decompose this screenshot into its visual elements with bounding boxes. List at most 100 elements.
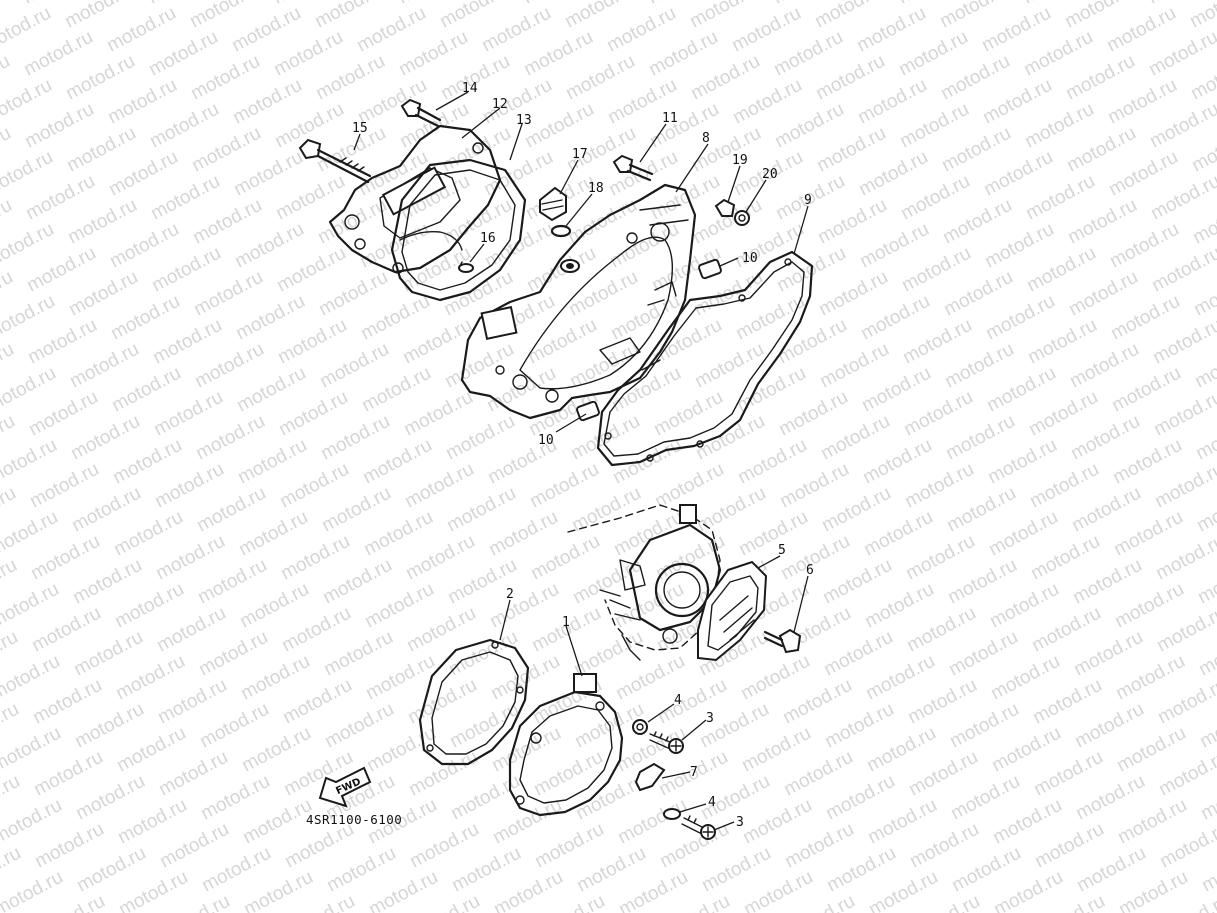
watermark-text: motod.ru: [939, 195, 1015, 249]
callout-20: 20: [762, 167, 778, 182]
watermark-text: motod.ru: [1022, 171, 1098, 225]
watermark-text: motod.ru: [1153, 603, 1217, 657]
callout-13: 13: [516, 113, 532, 128]
watermark-text: motod.ru: [231, 219, 307, 273]
watermark-text: motod.ru: [1024, 315, 1100, 369]
watermark-text: motod.ru: [858, 363, 934, 417]
watermark-text: motod.ru: [240, 867, 316, 913]
watermark-text: motod.ru: [115, 867, 191, 913]
watermark-text: motod.ru: [853, 3, 929, 57]
callout-3-lower: 3: [736, 815, 744, 830]
watermark-text: motod.ru: [947, 771, 1023, 825]
watermark-text: motod.ru: [314, 195, 390, 249]
callout-2: 2: [506, 587, 514, 602]
watermark-text: motod.ru: [1106, 219, 1182, 273]
watermark-text: motod.ru: [64, 195, 140, 249]
watermark-text: motod.ru: [948, 843, 1024, 897]
watermark-text: motod.ru: [443, 483, 519, 537]
watermark-text: motod.ru: [818, 483, 894, 537]
watermark-text: motod.ru: [615, 867, 691, 913]
watermark-text: motod.ru: [1073, 843, 1149, 897]
watermark-text: motod.ru: [1027, 531, 1103, 585]
watermark-text: motod.ru: [607, 291, 683, 345]
watermark-text: motod.ru: [270, 27, 346, 81]
watermark-text: motod.ru: [781, 819, 857, 873]
watermark-text: motod.ru: [189, 195, 265, 249]
part-18-o-ring: [550, 224, 572, 238]
part-19-bolt: [714, 198, 736, 217]
watermark-text: motod.ru: [195, 627, 271, 681]
watermark-text: motod.ru: [188, 123, 264, 177]
watermark-text: motod.ru: [1070, 627, 1146, 681]
watermark-text: motod.ru: [856, 219, 932, 273]
watermark-text: motod.ru: [441, 339, 517, 393]
watermark-text: motod.ru: [400, 387, 476, 441]
watermark-text: motod.ru: [193, 483, 269, 537]
watermark-text: motod.ru: [316, 339, 392, 393]
watermark-text: motod.ru: [944, 555, 1020, 609]
watermark-text: motod.ru: [860, 507, 936, 561]
watermark-text: motod.ru: [145, 27, 221, 81]
watermark-text: motod.ru: [229, 75, 305, 129]
watermark-text: motod.ru: [490, 867, 566, 913]
watermark-text: motod.ru: [353, 3, 429, 57]
watermark-text: motod.ru: [899, 315, 975, 369]
watermark-text: motod.ru: [940, 267, 1016, 321]
watermark-text: motod.ru: [821, 699, 897, 753]
watermark-text: motod.ru: [72, 771, 148, 825]
watermark-text: motod.ru: [1025, 387, 1101, 441]
watermark-text: motod.ru: [320, 627, 396, 681]
watermark-text: motod.ru: [22, 171, 98, 225]
watermark-text: motod.ru: [688, 123, 764, 177]
callout-9: 9: [804, 193, 812, 208]
watermark-text: motod.ru: [114, 795, 190, 849]
part-17-breather: [539, 186, 567, 222]
watermark-text: motod.ru: [401, 459, 477, 513]
watermark-text: motod.ru: [478, 3, 554, 57]
part-11-bolt: [612, 154, 654, 182]
watermark-text: motod.ru: [614, 795, 690, 849]
watermark-text: motod.ru: [277, 531, 353, 585]
watermark-text: motod.ru: [729, 75, 805, 129]
watermark-text: motod.ru: [323, 843, 399, 897]
watermark-text: motod.ru: [735, 507, 811, 561]
part-5-pump-cover: [697, 560, 768, 662]
watermark-text: motod.ru: [0, 867, 67, 913]
watermark-text: motod.ru: [233, 363, 309, 417]
part-14-bolt: [400, 98, 442, 128]
watermark-text: motod.ru: [278, 603, 354, 657]
watermark-text: motod.ru: [605, 147, 681, 201]
watermark-text: motod.ru: [151, 459, 227, 513]
part-1-cover: [508, 673, 624, 817]
callout-10-lower: 10: [538, 433, 554, 448]
watermark-text: motod.ru: [113, 723, 189, 777]
watermark-text: motod.ru: [938, 123, 1014, 177]
watermark-text: motod.ru: [937, 51, 1013, 105]
watermark-text: motod.ru: [526, 459, 602, 513]
watermark-text: motod.ru: [68, 483, 144, 537]
watermark-text: motod.ru: [403, 603, 479, 657]
watermark-text: motod.ru: [982, 291, 1058, 345]
watermark-text: motod.ru: [26, 459, 102, 513]
watermark-text: motod.ru: [238, 723, 314, 777]
watermark-text: motod.ru: [905, 747, 981, 801]
watermark-text: motod.ru: [1030, 747, 1106, 801]
watermark-text: motod.ru: [111, 579, 187, 633]
watermark-text: motod.ru: [279, 675, 355, 729]
watermark-text: motod.ru: [1067, 411, 1143, 465]
part-10-dowel-upper: [698, 258, 722, 280]
watermark-text: motod.ru: [564, 195, 640, 249]
watermark-text: motod.ru: [687, 51, 763, 105]
watermark-text: motod.ru: [192, 411, 268, 465]
watermark-text: motod.ru: [570, 627, 646, 681]
part-7-clip: [634, 762, 666, 792]
watermark-text: motod.ru: [73, 843, 149, 897]
watermark-text: motod.ru: [862, 651, 938, 705]
watermark-text: motod.ru: [234, 435, 310, 489]
watermark-text: motod.ru: [357, 291, 433, 345]
watermark-text: motod.ru: [31, 819, 107, 873]
watermark-text: motod.ru: [485, 507, 561, 561]
watermark-text: motod.ru: [312, 51, 388, 105]
watermark-text: motod.ru: [27, 531, 103, 585]
